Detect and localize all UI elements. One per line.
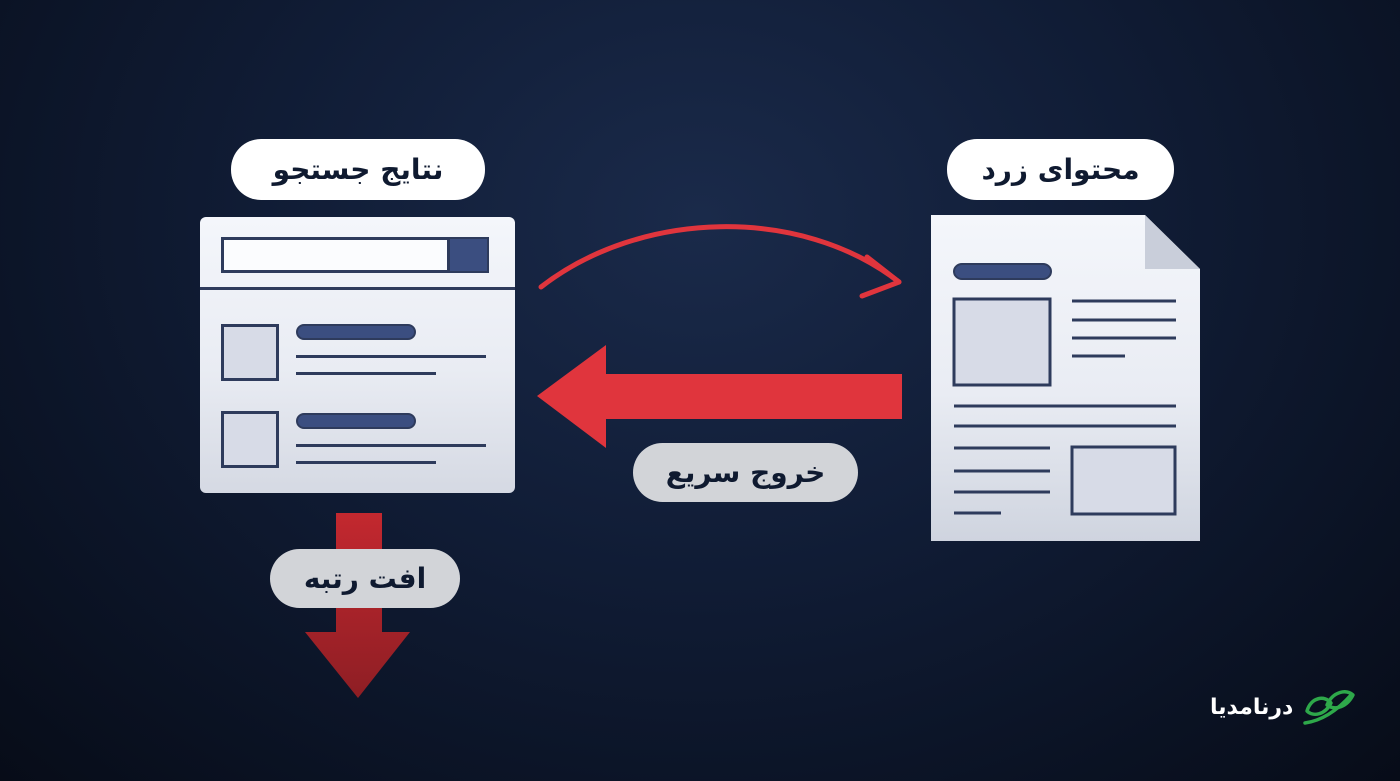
rank-drop-label: افت رتبه (270, 549, 460, 608)
brand-name: درنامدیا (1210, 694, 1294, 720)
document-image (952, 297, 1052, 387)
document-image (1070, 445, 1177, 516)
click-arrow-curve (538, 224, 902, 290)
search-results-label: نتایج جستجو (231, 139, 485, 200)
yellow-content-label: محتوای زرد (947, 139, 1174, 200)
result-text-line (296, 461, 436, 464)
document-folded-corner (1145, 215, 1200, 269)
result-title (296, 324, 416, 340)
result-thumbnail (221, 324, 279, 381)
document-illustration (929, 213, 1202, 543)
result-text-line (296, 355, 486, 358)
result-text-line (296, 444, 486, 447)
result-title (296, 413, 416, 429)
search-header (200, 217, 515, 290)
leaf-logo-icon (1303, 690, 1356, 725)
search-box (221, 237, 489, 273)
brand-logo: درنامدیا (1210, 685, 1357, 729)
document-title-bar (953, 263, 1052, 280)
search-results-page-illustration (200, 217, 515, 493)
click-arrow-head (859, 254, 902, 299)
fast-exit-label: خروج سریع (633, 443, 858, 502)
search-button (447, 239, 487, 271)
fast-exit-arrow (537, 345, 902, 448)
result-text-line (296, 372, 436, 375)
result-thumbnail (221, 411, 279, 468)
